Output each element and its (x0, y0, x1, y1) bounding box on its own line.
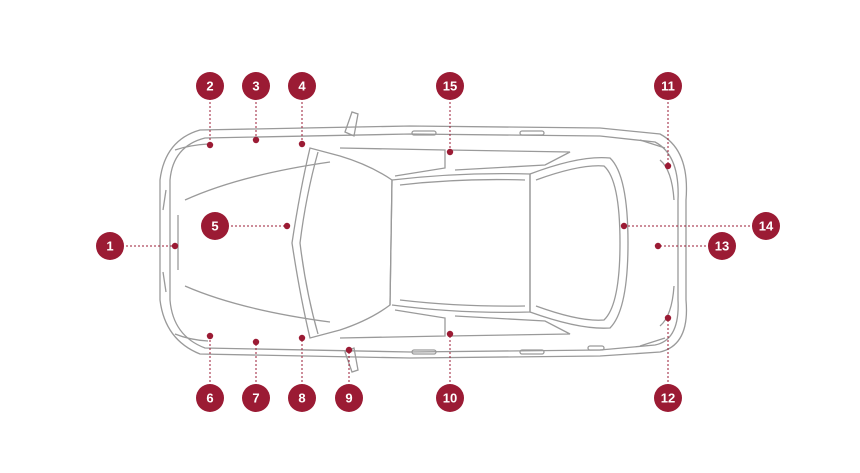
callout-point (446, 330, 454, 338)
callout-11: 11 (654, 72, 682, 170)
callout-badge (654, 384, 682, 412)
callout-badge (288, 72, 316, 100)
callout-badge (201, 212, 229, 240)
callout-point (664, 162, 672, 170)
callout-point (171, 242, 179, 250)
callout-number: 11 (661, 79, 675, 94)
callout-4: 4 (288, 72, 316, 148)
callout-1: 1 (96, 232, 179, 260)
callout-badge (196, 72, 224, 100)
callout-badge (752, 212, 780, 240)
callout-point (620, 222, 628, 230)
callout-point (206, 332, 214, 340)
callout-point (345, 346, 353, 354)
callout-9: 9 (335, 346, 363, 412)
callout-point (664, 314, 672, 322)
callout-6: 6 (196, 332, 224, 412)
callout-badge (436, 384, 464, 412)
callout-number: 9 (345, 391, 352, 406)
callout-badge (196, 384, 224, 412)
callout-3: 3 (242, 72, 270, 144)
callout-badge (288, 384, 316, 412)
callout-point (206, 141, 214, 149)
callout-5: 5 (201, 212, 291, 240)
car-outline (160, 112, 686, 372)
callout-number: 8 (298, 391, 305, 406)
callout-number: 5 (211, 219, 218, 234)
callout-badge (242, 384, 270, 412)
callout-point (446, 148, 454, 156)
callout-2: 2 (196, 72, 224, 149)
callout-point (298, 334, 306, 342)
callout-12: 12 (654, 314, 682, 412)
callout-number: 6 (206, 391, 213, 406)
callout-point (252, 136, 260, 144)
callout-number: 7 (252, 391, 259, 406)
callout-13: 13 (654, 232, 736, 260)
callout-point (252, 338, 260, 346)
callout-badge (242, 72, 270, 100)
callout-7: 7 (242, 338, 270, 412)
callout-number: 10 (443, 391, 457, 406)
callout-number: 1 (106, 239, 113, 254)
callout-10: 10 (436, 330, 464, 412)
callout-14: 14 (620, 212, 780, 240)
callout-number: 3 (252, 79, 259, 94)
callout-15: 15 (436, 72, 464, 156)
callout-badge (436, 72, 464, 100)
callout-number: 14 (759, 219, 774, 234)
callout-number: 13 (715, 239, 729, 254)
callout-number: 15 (443, 79, 457, 94)
callout-number: 4 (298, 79, 306, 94)
callout-badge (96, 232, 124, 260)
callout-number: 2 (206, 79, 213, 94)
callout-point (654, 242, 662, 250)
callout-badge (654, 72, 682, 100)
callout-badge (335, 384, 363, 412)
callout-point (298, 140, 306, 148)
callout-number: 12 (661, 391, 675, 406)
callout-point (283, 222, 291, 230)
callout-8: 8 (288, 334, 316, 412)
callout-badge (708, 232, 736, 260)
